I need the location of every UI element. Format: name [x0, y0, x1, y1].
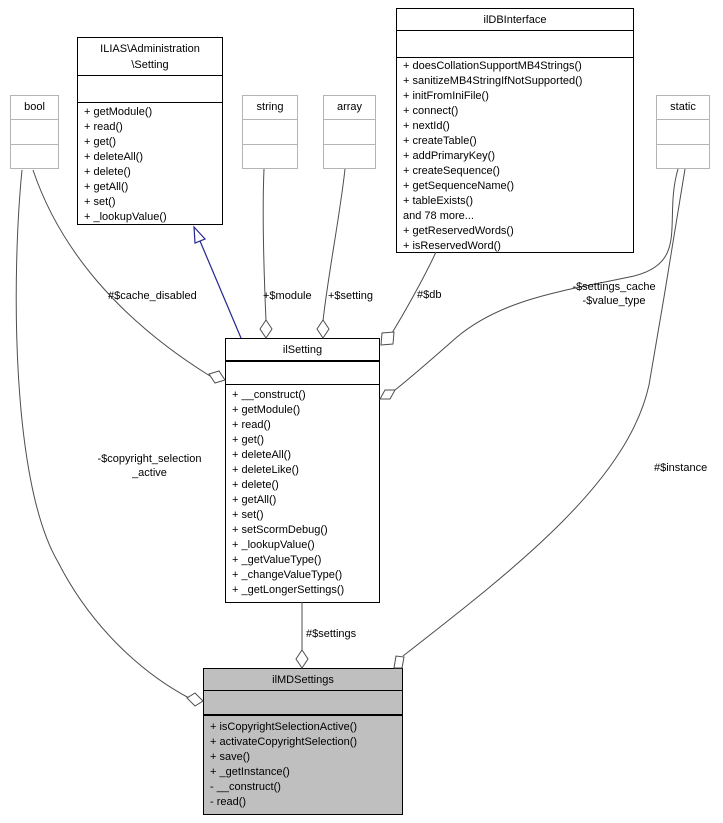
method-row: + read()	[84, 121, 123, 133]
methods-compartment	[324, 145, 375, 169]
method-row: + createSequence()	[403, 165, 500, 177]
method-row: + _lookupValue()	[232, 539, 315, 551]
edge-label-settings-cache: -$settings_cache -$value_type	[562, 280, 666, 308]
methods-compartment: + isCopyrightSelectionActive() + activat…	[204, 716, 402, 810]
method-row: + _getInstance()	[210, 766, 290, 778]
method-row: and 78 more...	[403, 210, 474, 222]
edge-label-db: #$db	[417, 289, 442, 301]
method-row: + addPrimaryKey()	[403, 150, 496, 162]
method-row: + getAll()	[84, 181, 129, 193]
type-box-bool: bool	[10, 95, 59, 169]
attributes-compartment	[11, 120, 58, 145]
class-box-ilias-administration-setting[interactable]: ILIAS\Administration \Setting + getModul…	[77, 37, 223, 225]
attributes-compartment	[78, 76, 222, 103]
edge-label-settings-cache-line1: -$settings_cache	[572, 281, 656, 293]
method-row: + delete()	[84, 166, 131, 178]
attributes-compartment	[324, 120, 375, 145]
edge-label-settings: #$settings	[306, 628, 357, 640]
methods-compartment	[243, 145, 297, 169]
attributes-compartment	[397, 31, 633, 58]
type-title: string	[243, 96, 297, 120]
method-row: + read()	[232, 419, 271, 431]
methods-compartment	[11, 145, 58, 169]
attributes-compartment	[243, 120, 297, 145]
method-row: + activateCopyrightSelection()	[210, 736, 358, 748]
edge-label-copyright-line1: -$copyright_selection	[97, 453, 202, 465]
inheritance-arrowhead-icon	[193, 225, 207, 244]
methods-compartment: + getModule() + read() + get() + deleteA…	[78, 103, 222, 225]
aggregation-diamond-module-icon	[259, 319, 273, 339]
edge-label-cache-disabled: #$cache_disabled	[108, 290, 197, 302]
method-row: + getAll()	[232, 494, 277, 506]
method-row: + getSequenceName()	[403, 180, 514, 192]
method-row: + set()	[232, 509, 264, 521]
edge-label-settings-cache-line2: -$value_type	[582, 295, 646, 307]
method-row: + isCopyrightSelectionActive()	[210, 721, 358, 733]
aggregation-diamond-setting-icon	[316, 319, 330, 339]
aggregation-diamond-db-icon	[380, 331, 395, 346]
aggregation-diamond-copyright-icon	[186, 692, 204, 707]
methods-compartment: + __construct() + getModule() + read() +…	[226, 385, 379, 598]
method-row: + deleteAll()	[84, 151, 144, 163]
method-row: + getModule()	[232, 404, 301, 416]
method-row: + isReservedWord()	[403, 240, 501, 252]
method-row: + doesCollationSupportMB4Strings()	[403, 60, 582, 72]
attributes-compartment	[204, 691, 402, 716]
aggregation-diamond-cache-disabled-icon	[208, 370, 226, 384]
method-row: + deleteAll()	[232, 449, 292, 461]
method-row: + getReservedWords()	[403, 225, 514, 237]
edge-label-module: +$module	[263, 290, 312, 302]
method-row: + deleteLike()	[232, 464, 299, 476]
edge-bool-ilmdsettings	[15, 169, 190, 699]
method-row: + get()	[232, 434, 265, 446]
methods-compartment: + doesCollationSupportMB4Strings() + san…	[397, 58, 633, 254]
method-row: + sanitizeMB4StringIfNotSupported()	[403, 75, 583, 87]
type-title: static	[657, 96, 709, 120]
attributes-compartment	[657, 120, 709, 145]
class-title-line1: ILIAS\Administration	[100, 43, 200, 55]
type-box-static: static	[656, 95, 710, 169]
method-row: + _lookupValue()	[84, 211, 167, 223]
method-row: + save()	[210, 751, 251, 763]
method-row: + get()	[84, 136, 117, 148]
type-title: array	[324, 96, 375, 120]
type-box-string: string	[242, 95, 298, 169]
method-row: - __construct()	[210, 781, 281, 793]
edge-label-setting: +$setting	[328, 290, 373, 302]
methods-compartment	[657, 145, 709, 169]
method-row: + getModule()	[84, 106, 153, 118]
class-box-ildbinterface[interactable]: ilDBInterface + doesCollationSupportMB4S…	[396, 8, 634, 253]
method-row: + _getValueType()	[232, 554, 322, 566]
class-title: ilMDSettings	[204, 669, 402, 691]
edge-label-copyright-selection: -$copyright_selection _active	[84, 452, 215, 480]
aggregation-diamond-settings-icon	[295, 649, 309, 669]
class-title-line2: \Setting	[131, 59, 169, 71]
method-row: + setScormDebug()	[232, 524, 328, 536]
method-row: - read()	[210, 796, 247, 808]
method-row: + set()	[84, 196, 116, 208]
method-row: + tableExists()	[403, 195, 473, 207]
method-row: + _getLongerSettings()	[232, 584, 345, 596]
edge-inheritance-ilsetting-setting	[199, 240, 242, 339]
method-row: + _changeValueType()	[232, 569, 343, 581]
class-title: ilSetting	[226, 339, 379, 362]
method-row: + connect()	[403, 105, 459, 117]
class-box-ilsetting[interactable]: ilSetting + __construct() + getModule() …	[225, 338, 380, 603]
type-box-array: array	[323, 95, 376, 169]
method-row: + __construct()	[232, 389, 306, 401]
attributes-compartment	[226, 362, 379, 385]
edge-label-instance: #$instance	[654, 462, 708, 474]
class-title: ilDBInterface	[397, 9, 633, 31]
class-box-ilmdsettings[interactable]: ilMDSettings + isCopyrightSelectionActiv…	[203, 668, 403, 815]
edge-label-copyright-line2: _active	[132, 467, 167, 479]
method-row: + initFromIniFile()	[403, 90, 489, 102]
aggregation-diamond-instance-icon	[393, 655, 405, 669]
type-title: bool	[11, 96, 58, 120]
method-row: + nextId()	[403, 120, 450, 132]
aggregation-diamond-settings-cache-icon	[379, 389, 396, 400]
method-row: + delete()	[232, 479, 279, 491]
method-row: + createTable()	[403, 135, 477, 147]
class-title: ILIAS\Administration \Setting	[78, 38, 222, 76]
